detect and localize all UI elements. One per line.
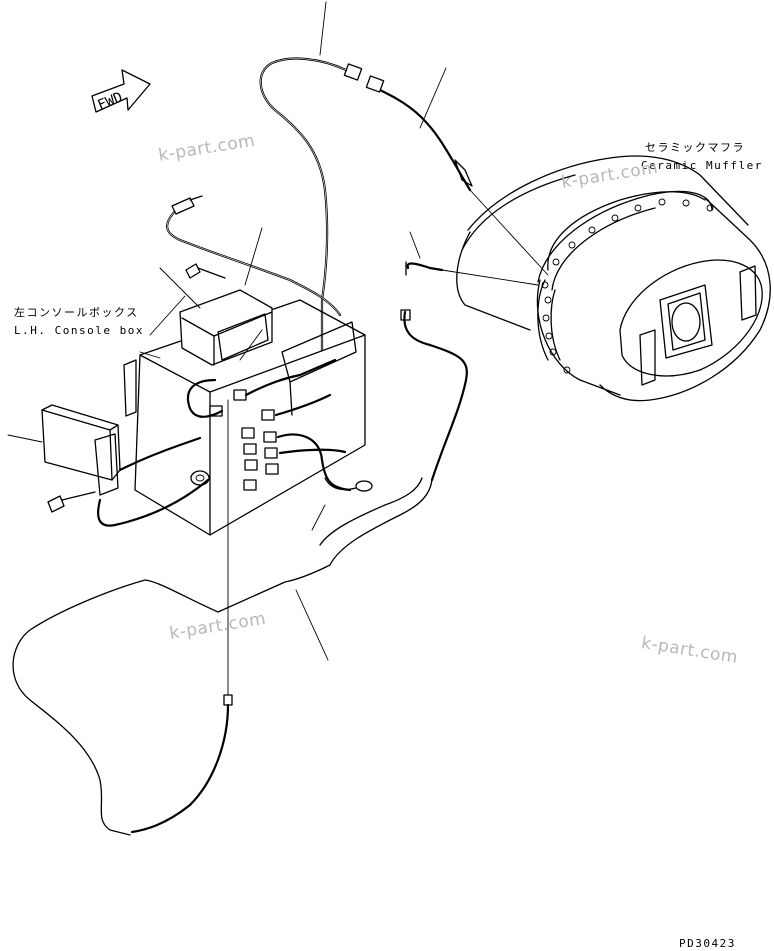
jack-cable — [166, 195, 342, 317]
drawing-code: PD30423 — [679, 937, 736, 950]
muffler-label-jp: セラミックマフラ — [645, 141, 745, 154]
console-box-label-en: L.H. Console box — [14, 324, 144, 337]
top-harness — [259, 1, 348, 352]
exhaust-temp-cable — [97, 231, 539, 527]
main-harness-loop — [12, 477, 433, 836]
console-box — [123, 263, 373, 536]
ceramic-muffler — [456, 155, 771, 402]
fwd-arrow-icon: FWD — [91, 69, 151, 114]
muffler-label-en: Ceramic Muffler — [641, 159, 763, 172]
console-box-label-jp: 左コンソールボックス — [14, 306, 139, 319]
sensor-cable — [343, 63, 549, 276]
lower-vertical-cable — [130, 399, 233, 834]
controller-unit — [7, 404, 202, 513]
flange-bolts — [541, 198, 714, 374]
